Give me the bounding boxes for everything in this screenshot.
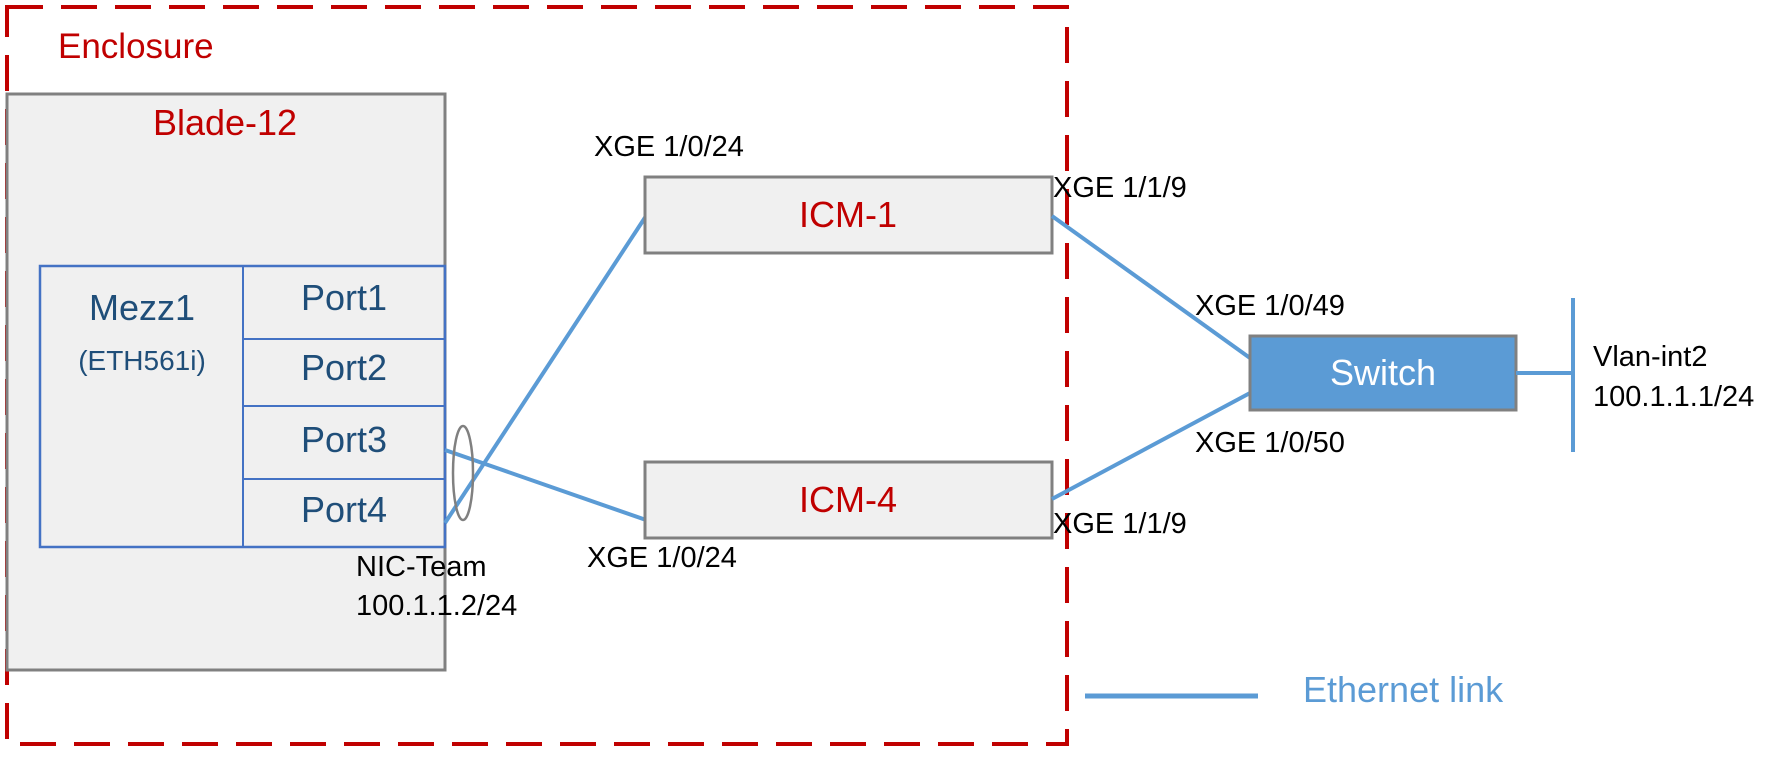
mezz-label: Mezz1 (89, 287, 195, 328)
switch-port-bottom: XGE 1/0/50 (1195, 427, 1345, 459)
blade-label: Blade-12 (153, 102, 297, 143)
icm4-left-port: XGE 1/0/24 (587, 542, 737, 574)
icm1-box (643, 175, 1054, 255)
mezz-model: (ETH561i) (78, 345, 206, 376)
switch-box (1248, 334, 1518, 412)
link-icm1-switch (1050, 214, 1252, 360)
switch-label: Switch (1330, 352, 1436, 393)
icm4-box (643, 460, 1054, 540)
link-port3-icm4 (444, 448, 647, 522)
icm4-right-port: XGE 1/1/9 (1053, 508, 1187, 540)
nic-team-label: NIC-Team (356, 551, 487, 583)
port1-label: Port1 (301, 277, 387, 318)
port4-label: Port4 (301, 489, 387, 530)
icm1-right-port: XGE 1/1/9 (1053, 172, 1187, 204)
port3-label: Port3 (301, 419, 387, 460)
port2-label: Port2 (301, 347, 387, 388)
nic-team-ellipse (451, 424, 475, 522)
vlan-ip: 100.1.1.1/24 (1593, 381, 1754, 413)
legend-ethernet-label: Ethernet link (1303, 669, 1504, 710)
enclosure-boundary (5, 5, 1069, 746)
icm4-label: ICM-4 (799, 479, 897, 520)
icm1-left-port: XGE 1/0/24 (594, 131, 744, 163)
vlan-label: Vlan-int2 (1593, 341, 1707, 373)
switch-port-top: XGE 1/0/49 (1195, 290, 1345, 322)
link-port4-icm1 (443, 214, 648, 525)
link-icm4-switch (1051, 391, 1251, 501)
icm1-label: ICM-1 (799, 194, 897, 235)
nic-team-ip: 100.1.1.2/24 (356, 590, 517, 622)
blade-box (5, 92, 447, 672)
enclosure-label: Enclosure (58, 27, 214, 66)
